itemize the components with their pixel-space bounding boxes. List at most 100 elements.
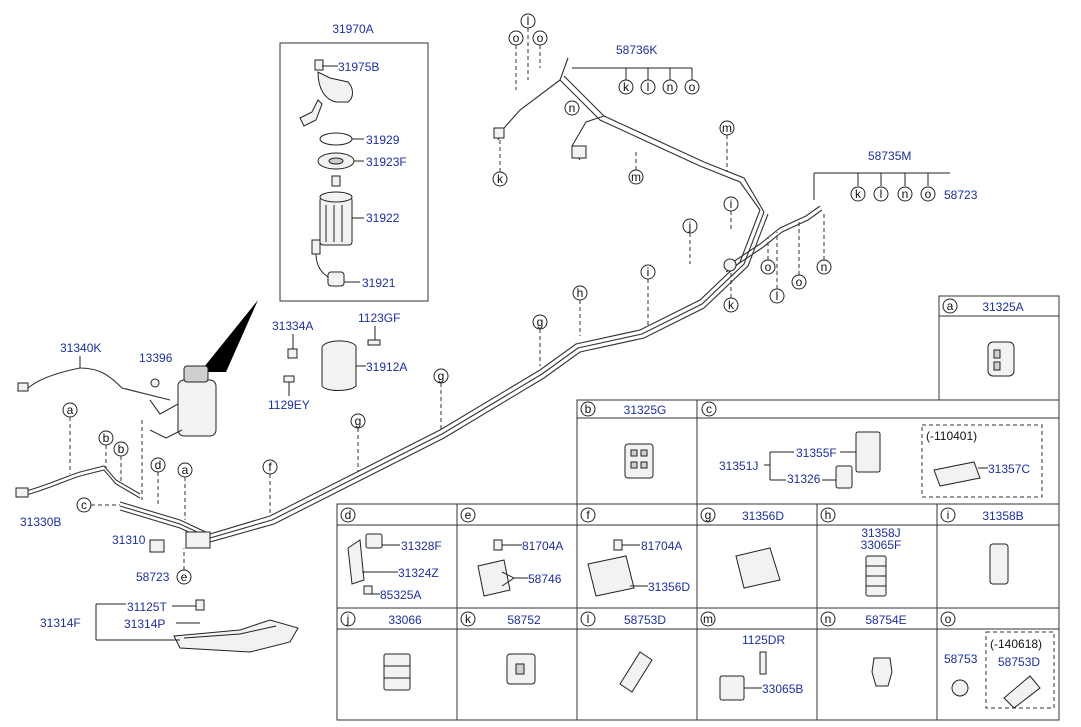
- table-letter-b: b: [585, 402, 592, 416]
- bolt-1125DR-part: [759, 651, 767, 675]
- clip-33065B-part: [719, 675, 745, 701]
- line-bracket-part: [185, 531, 211, 549]
- callout-d: d: [155, 458, 162, 472]
- table-c-p2[interactable]: 31355F: [796, 446, 837, 460]
- filter-bracket-group: 31334A 1123GF 31912A 1129EY: [268, 311, 407, 412]
- clip-58746-part: [477, 559, 511, 597]
- clip-33066-part: [383, 653, 411, 691]
- table-m-p2[interactable]: 33065B: [762, 682, 803, 696]
- table-n-title[interactable]: 58754E: [865, 613, 906, 627]
- label-31334A[interactable]: 31334A: [272, 319, 313, 333]
- clip-31356D-g-part: [735, 547, 781, 589]
- nut-part: [287, 348, 298, 359]
- callout-j: j: [688, 219, 692, 233]
- label-31970A[interactable]: 31970A: [332, 22, 373, 36]
- table-letter-m: m: [703, 612, 713, 626]
- callout-n: n: [667, 80, 674, 94]
- label-31912A[interactable]: 31912A: [366, 360, 407, 374]
- callout-l: l: [776, 289, 779, 303]
- label-1129EY[interactable]: 1129EY: [268, 398, 310, 412]
- table-d-p3[interactable]: 85325A: [380, 588, 421, 602]
- label-31310[interactable]: 31310: [112, 533, 146, 547]
- table-letter-l: l: [587, 612, 590, 626]
- table-h-title1[interactable]: 31358J: [861, 526, 900, 540]
- table-o-p1[interactable]: 58753: [944, 652, 978, 666]
- table-letter-f: f: [586, 508, 590, 522]
- hose-end-lower-part: [15, 487, 29, 498]
- clip-31356D-f-part: [587, 555, 635, 597]
- sensor-connector-part: [311, 239, 321, 255]
- fuel-filter-unit: [177, 379, 217, 437]
- tube-58753D-part: [619, 651, 653, 693]
- table-o-p2[interactable]: 58753D: [998, 655, 1040, 669]
- table-c-p1[interactable]: 31351J: [719, 459, 758, 473]
- table-g-title[interactable]: 31356D: [742, 509, 784, 523]
- label-31922[interactable]: 31922: [366, 211, 400, 225]
- assembly-frame: [279, 42, 429, 302]
- callout-o: o: [537, 31, 544, 45]
- table-letter-g: g: [705, 508, 712, 522]
- table-d-p1[interactable]: 31328F: [401, 539, 442, 553]
- label-13396[interactable]: 13396: [139, 351, 173, 365]
- label-31125T[interactable]: 31125T: [127, 600, 167, 614]
- tube-58753D-o-part: [1003, 675, 1041, 709]
- table-letter-d: d: [345, 508, 352, 522]
- label-1123GF[interactable]: 1123GF: [358, 311, 400, 325]
- bracket-part: [299, 99, 323, 127]
- bolt-85325A-part: [363, 585, 373, 595]
- table-e-p2[interactable]: 58746: [528, 572, 562, 586]
- callout-o: o: [796, 275, 803, 289]
- table-c-p3[interactable]: 31326: [787, 472, 821, 486]
- label-31923F[interactable]: 31923F: [366, 155, 407, 169]
- table-c-p4[interactable]: 31357C: [988, 462, 1030, 476]
- table-letter-k: k: [465, 612, 472, 626]
- table-m-p1[interactable]: 1125DR: [742, 633, 785, 647]
- table-letter-i: i: [947, 508, 950, 522]
- callout-a: a: [67, 403, 74, 417]
- table-d-p2[interactable]: 31324Z: [398, 566, 439, 580]
- table-k-title[interactable]: 58752: [507, 613, 541, 627]
- callout-l: l: [647, 80, 650, 94]
- callout-l: l: [880, 187, 883, 201]
- table-letter-h: h: [825, 508, 832, 522]
- clamp-part: [149, 539, 165, 553]
- table-a-title[interactable]: 31325A: [982, 300, 1023, 314]
- label-31314P[interactable]: 31314P: [124, 617, 165, 631]
- filter-cartridge-part: [319, 196, 353, 246]
- water-sensor-part: [327, 271, 345, 287]
- callouts: l o o n k k l n o m m i j i h g g g f k …: [62, 13, 936, 585]
- clip-31325A-part: [987, 341, 1015, 377]
- bolt-81704A-f-part: [613, 539, 623, 551]
- label-31314F[interactable]: 31314F: [40, 616, 81, 630]
- left-fuel-hose-group: 31340K 13396 31330B 31310 58723: [15, 300, 258, 584]
- parts-table: a 31325A b 31325G c 31351J 31355F 31326 …: [336, 295, 1060, 721]
- callout-h: h: [577, 286, 584, 300]
- table-c-date: (-110401): [926, 429, 977, 443]
- label-58723-right[interactable]: 58723: [944, 188, 978, 202]
- label-31340K[interactable]: 31340K: [60, 341, 101, 355]
- table-j-title[interactable]: 33066: [388, 613, 422, 627]
- label-58723-left[interactable]: 58723: [136, 570, 170, 584]
- callout-o: o: [925, 187, 932, 201]
- callout-k: k: [623, 80, 630, 94]
- heat-shield-part: [173, 619, 299, 653]
- label-31975B[interactable]: 31975B: [338, 60, 379, 74]
- small-bolt-part: [331, 175, 341, 187]
- table-h-title2[interactable]: 33065F: [861, 538, 902, 552]
- label-31921[interactable]: 31921: [362, 276, 396, 290]
- label-31929[interactable]: 31929: [366, 133, 400, 147]
- table-e-p1[interactable]: 81704A: [522, 539, 563, 553]
- table-i-title[interactable]: 31358B: [982, 509, 1023, 523]
- callout-b: b: [118, 442, 125, 456]
- callout-n: n: [821, 260, 828, 274]
- callout-o: o: [689, 80, 696, 94]
- label-58736K[interactable]: 58736K: [616, 43, 657, 57]
- table-f-p2[interactable]: 31356D: [648, 580, 690, 594]
- table-b-title[interactable]: 31325G: [624, 403, 667, 417]
- line-connector-part: [571, 145, 587, 159]
- table-l-title[interactable]: 58753D: [624, 613, 666, 627]
- label-58735M[interactable]: 58735M: [868, 149, 911, 163]
- label-31330B[interactable]: 31330B: [20, 515, 61, 529]
- table-f-p1[interactable]: 81704A: [641, 539, 682, 553]
